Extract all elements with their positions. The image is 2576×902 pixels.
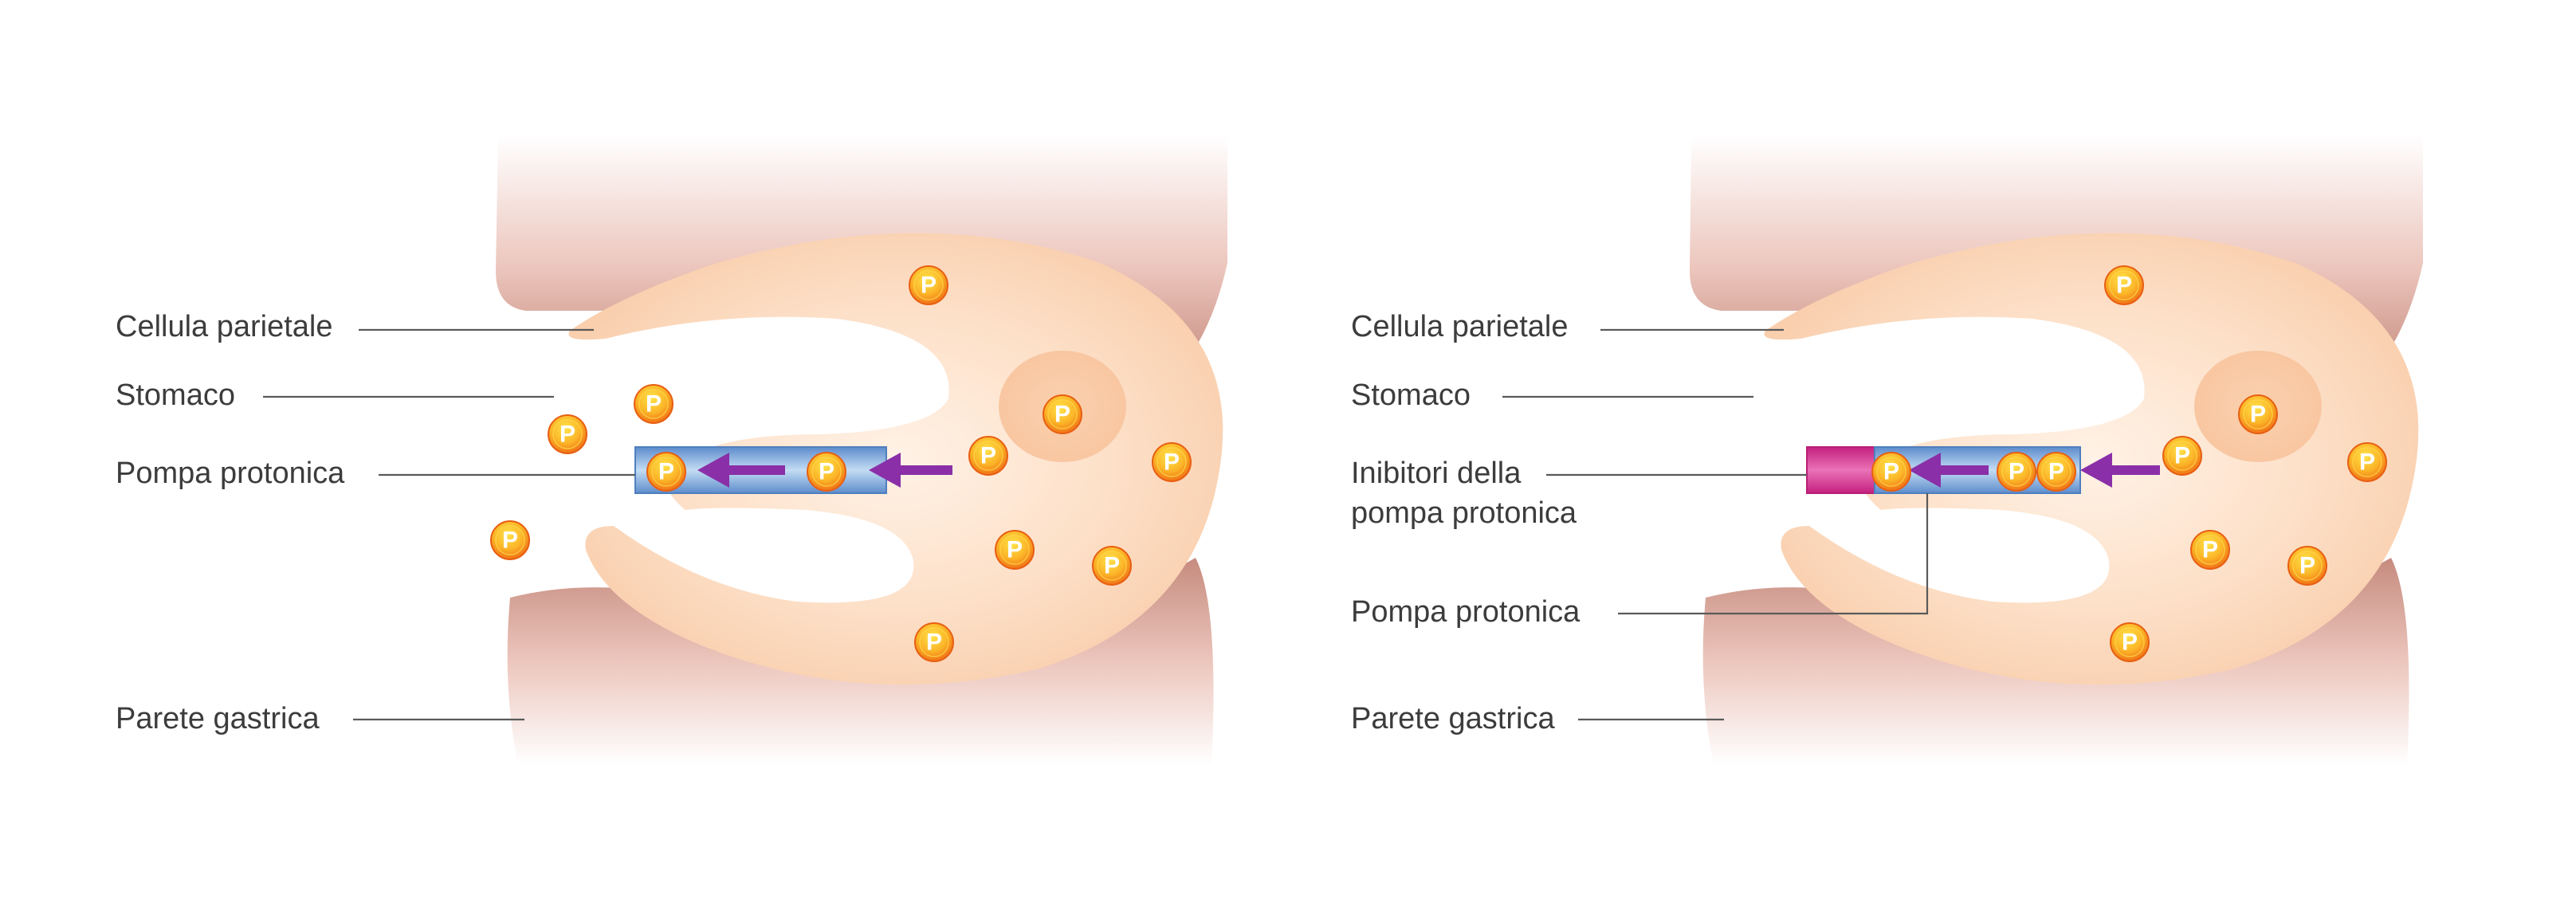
svg-text:P: P	[2048, 459, 2064, 485]
svg-text:P: P	[980, 443, 996, 469]
transport-arrow	[1909, 453, 1989, 488]
proton-particle: P	[807, 452, 846, 492]
label-proton-pump: Pompa protonica	[116, 457, 345, 490]
svg-text:P: P	[1164, 449, 1180, 476]
transport-arrow	[697, 453, 785, 488]
svg-text:P: P	[2359, 449, 2375, 476]
proton-particle: P	[1043, 394, 1082, 434]
leader-proton-pump	[1618, 493, 1929, 615]
svg-text:P: P	[1007, 537, 1023, 563]
svg-text:P: P	[926, 629, 942, 656]
proton-particle: P	[2110, 622, 2150, 662]
proton-particle: P	[1871, 452, 1911, 492]
proton-particle: P	[2287, 546, 2327, 586]
left-panel: P P P P P P P P P P P P Cellula parietal…	[116, 135, 1227, 765]
svg-text:P: P	[2116, 273, 2132, 299]
right-panel: P P P P P P P P P P Cellula parietale St…	[1351, 135, 2423, 765]
transport-arrow	[869, 453, 952, 488]
svg-text:P: P	[658, 459, 674, 485]
label-parietal-cell: Cellula parietale	[1351, 310, 1569, 343]
svg-text:P: P	[1104, 553, 1120, 579]
proton-particle: P	[2190, 530, 2230, 570]
proton-particle: P	[2238, 394, 2278, 434]
label-parietal-cell: Cellula parietale	[116, 310, 333, 343]
label-gastric-wall: Parete gastrica	[1351, 702, 1555, 735]
svg-text:P: P	[2299, 553, 2315, 579]
label-inhibitors-line1: Inibitori della	[1351, 457, 1522, 490]
proton-particle: P	[634, 384, 673, 424]
label-stomach: Stomaco	[1351, 378, 1471, 412]
proton-particle: P	[2104, 265, 2144, 305]
proton-particle: P	[1997, 452, 2036, 492]
svg-text:P: P	[646, 391, 662, 418]
svg-text:P: P	[2122, 629, 2138, 656]
svg-text:P: P	[2250, 402, 2266, 428]
proton-particle: P	[1092, 546, 1132, 586]
proton-particle: P	[2036, 452, 2076, 492]
proton-particle: P	[646, 452, 686, 492]
proton-particle: P	[968, 436, 1008, 476]
proton-particle: P	[2347, 442, 2387, 482]
proton-particle: P	[914, 622, 954, 662]
label-gastric-wall: Parete gastrica	[116, 702, 320, 735]
svg-text:P: P	[502, 527, 518, 554]
svg-text:P: P	[1883, 459, 1899, 485]
proton-particle: P	[1152, 442, 1192, 482]
svg-text:P: P	[2009, 459, 2024, 485]
transport-arrow	[2080, 453, 2160, 488]
proton-particle: P	[2162, 436, 2202, 476]
label-inhibitors-line2: pompa protonica	[1351, 496, 1577, 530]
proton-pump-inhibitor	[1806, 446, 1875, 494]
proton-particle: P	[548, 414, 587, 454]
svg-text:P: P	[1054, 402, 1070, 428]
label-stomach: Stomaco	[116, 378, 235, 412]
svg-text:P: P	[2202, 537, 2218, 563]
svg-text:P: P	[560, 422, 575, 448]
label-proton-pump: Pompa protonica	[1351, 595, 1581, 629]
svg-text:P: P	[819, 459, 834, 485]
proton-particle: P	[995, 530, 1035, 570]
svg-text:P: P	[921, 273, 937, 299]
proton-particle: P	[490, 520, 530, 560]
parietal-cell	[1764, 233, 2419, 685]
svg-text:P: P	[2174, 443, 2190, 469]
proton-particle: P	[909, 265, 948, 305]
